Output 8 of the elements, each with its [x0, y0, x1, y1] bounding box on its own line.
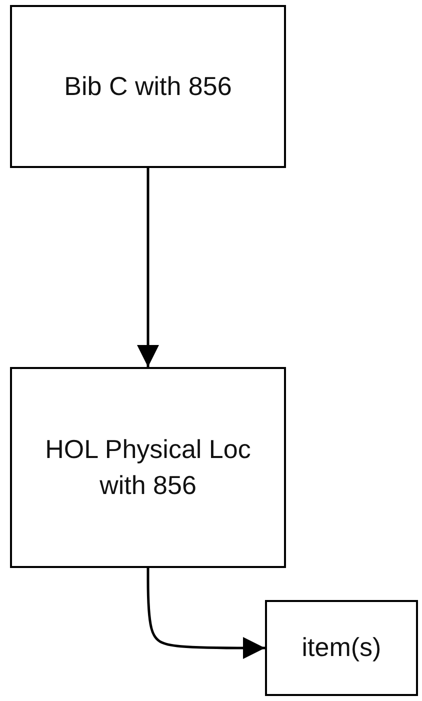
box-label: HOL Physical Loc with 856 — [44, 433, 252, 502]
process-box — [10, 5, 286, 168]
process-box — [10, 367, 286, 568]
box-label: item(s) — [300, 631, 382, 664]
arrow — [146, 568, 265, 659]
arrow — [137, 168, 159, 367]
process-box — [265, 600, 418, 696]
box-label: Bib C with 856 — [63, 70, 233, 103]
